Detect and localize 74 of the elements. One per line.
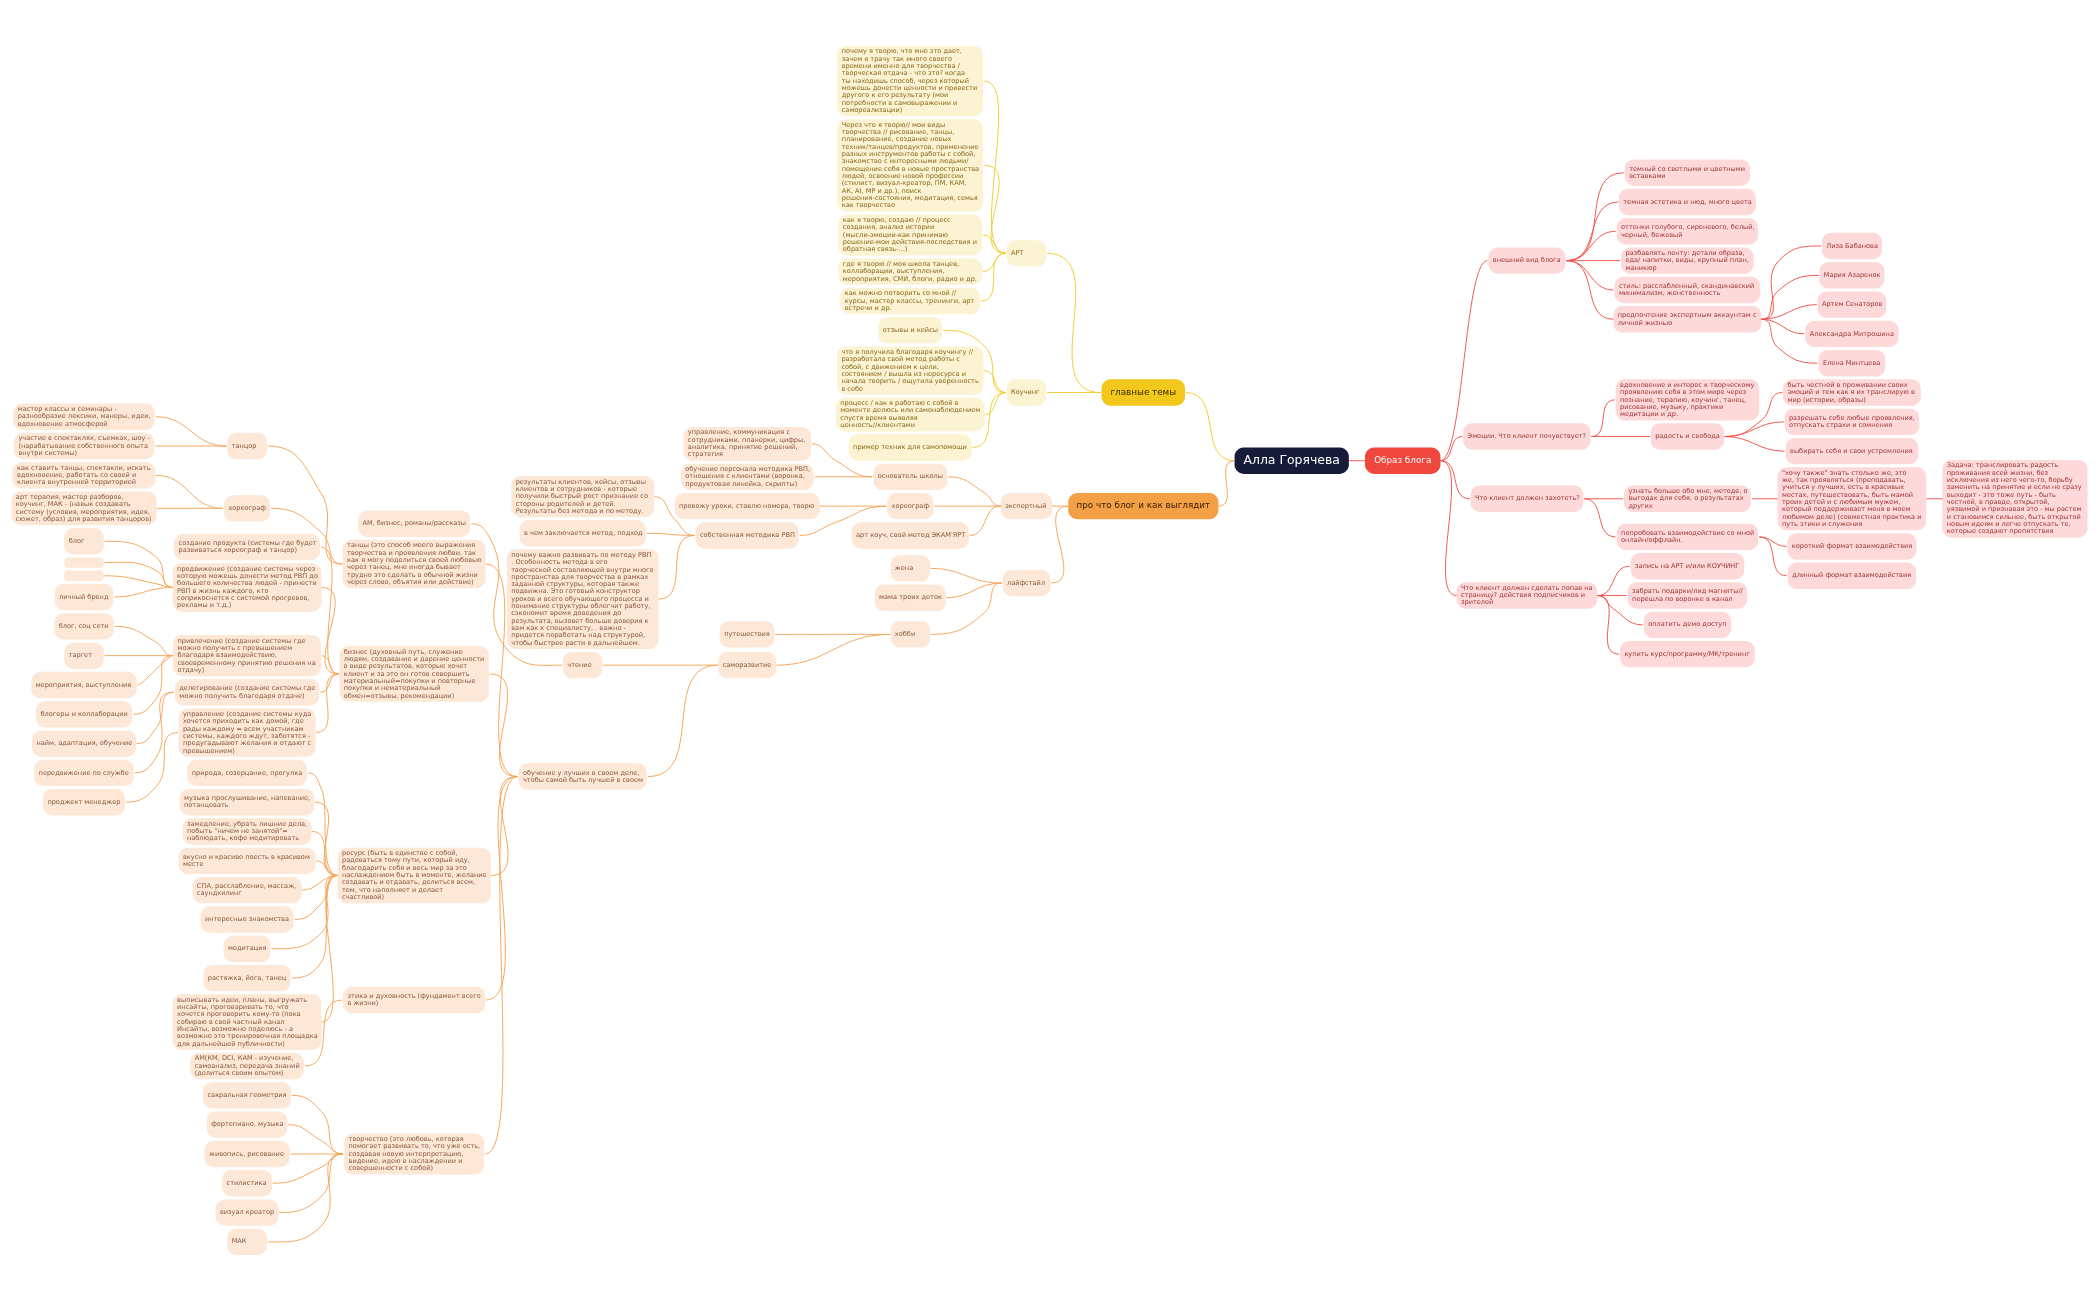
connector bbox=[647, 664, 719, 777]
connector bbox=[799, 505, 887, 536]
connector bbox=[104, 540, 174, 588]
connector bbox=[1046, 391, 1102, 393]
connector bbox=[1046, 252, 1102, 393]
connector bbox=[315, 859, 339, 876]
node-box bbox=[64, 570, 104, 581]
node-box: Алла Горячева bbox=[1234, 447, 1349, 474]
connector bbox=[983, 164, 1007, 254]
connector bbox=[307, 771, 339, 876]
connector bbox=[320, 874, 339, 1022]
connector bbox=[113, 586, 174, 597]
connector bbox=[155, 474, 224, 509]
connector bbox=[1758, 535, 1788, 576]
connector bbox=[470, 522, 563, 666]
connector bbox=[320, 654, 340, 674]
connector bbox=[270, 507, 343, 564]
connector bbox=[1751, 497, 1779, 499]
connector bbox=[1760, 318, 1818, 364]
node-box bbox=[64, 556, 104, 568]
connector bbox=[104, 561, 174, 588]
connector bbox=[267, 1152, 344, 1242]
connector bbox=[814, 475, 873, 477]
connector bbox=[272, 1152, 344, 1184]
connector bbox=[654, 495, 695, 536]
connector bbox=[930, 567, 1002, 584]
connector bbox=[1724, 435, 1785, 452]
connector bbox=[154, 445, 228, 447]
connector bbox=[969, 505, 1002, 536]
connector bbox=[1760, 274, 1820, 320]
connector bbox=[155, 415, 228, 447]
connector bbox=[1050, 505, 1069, 584]
connector bbox=[320, 586, 340, 674]
connector bbox=[1348, 459, 1366, 461]
connector bbox=[984, 391, 1007, 415]
connector bbox=[311, 830, 339, 876]
connector bbox=[1760, 245, 1822, 320]
node-box: главные темы bbox=[1101, 378, 1186, 406]
node-box: про что блог и как выглядит bbox=[1068, 492, 1219, 519]
connector bbox=[137, 654, 174, 685]
connector bbox=[485, 775, 518, 1001]
connector bbox=[320, 546, 340, 674]
connector bbox=[945, 582, 1002, 598]
connector bbox=[1596, 594, 1620, 655]
connector bbox=[980, 252, 1007, 301]
connector bbox=[267, 445, 343, 564]
connector bbox=[811, 442, 873, 477]
connector bbox=[484, 775, 518, 1154]
connector bbox=[132, 654, 174, 715]
connector bbox=[972, 391, 1007, 448]
connector bbox=[982, 234, 1007, 254]
connector bbox=[1760, 303, 1818, 320]
connector bbox=[819, 505, 887, 507]
connector bbox=[1758, 535, 1788, 547]
connector bbox=[1925, 497, 1943, 499]
connector bbox=[1590, 435, 1651, 437]
connector bbox=[983, 80, 1007, 254]
connector bbox=[304, 999, 343, 1066]
connector bbox=[1439, 259, 1488, 461]
node-box: Образ блога bbox=[1364, 447, 1441, 474]
connector bbox=[125, 731, 179, 803]
connector bbox=[1217, 459, 1235, 507]
connector bbox=[1583, 497, 1617, 537]
connector bbox=[156, 507, 224, 509]
connector bbox=[933, 505, 1002, 507]
connector bbox=[315, 672, 340, 733]
connector bbox=[658, 534, 695, 600]
connector bbox=[1051, 505, 1069, 507]
connector bbox=[314, 801, 339, 876]
connector bbox=[930, 582, 1002, 635]
connector bbox=[1439, 459, 1458, 596]
connector bbox=[134, 691, 175, 773]
connector bbox=[776, 633, 891, 666]
connector bbox=[1566, 259, 1614, 320]
